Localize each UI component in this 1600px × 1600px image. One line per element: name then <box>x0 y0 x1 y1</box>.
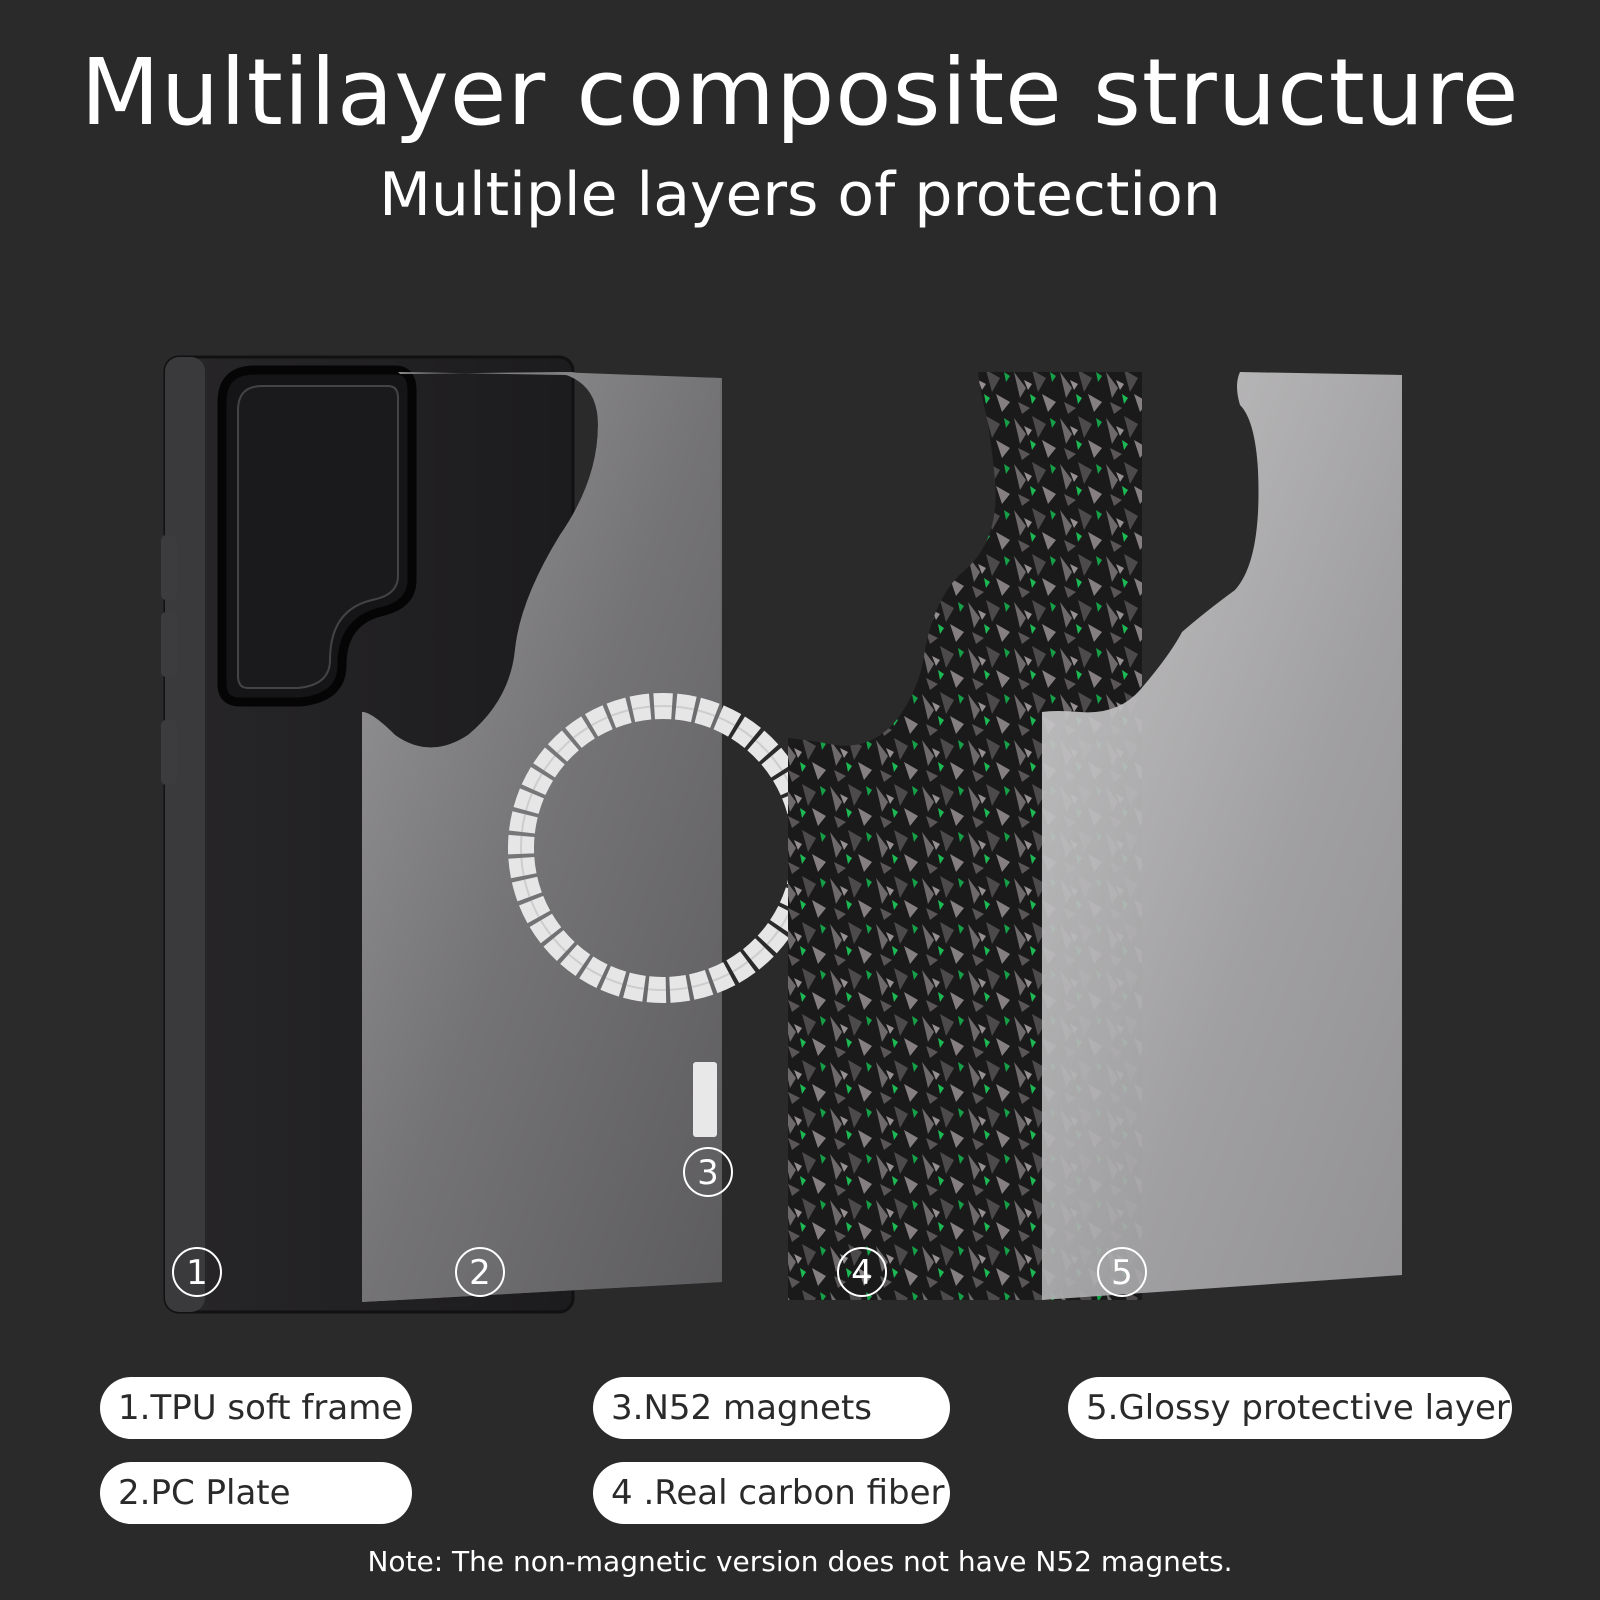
glossy-layer <box>1042 372 1402 1300</box>
svg-text:3: 3 <box>697 1153 719 1193</box>
layers-illustration: 1 2 3 4 5 <box>161 355 1402 1314</box>
label-tpu-frame: 1.TPU soft frame <box>100 1377 412 1439</box>
svg-text:1: 1 <box>186 1253 208 1293</box>
footer-note: Note: The non-magnetic version does not … <box>367 1545 1233 1578</box>
label-n52-magnets: 3.N52 magnets <box>593 1377 950 1439</box>
label-carbon-fiber: 4 .Real carbon fiber <box>593 1462 950 1524</box>
page-subtitle: Multiple layers of protection <box>379 160 1221 230</box>
pc-plate-top <box>362 372 722 1302</box>
marker-3: 3 <box>683 1147 733 1197</box>
svg-text:4: 4 <box>851 1253 873 1293</box>
svg-text:2: 2 <box>469 1253 491 1293</box>
page-title: Multilayer composite structure <box>80 39 1520 146</box>
marker-1: 1 <box>172 1247 222 1297</box>
marker-5: 5 <box>1097 1247 1147 1297</box>
marker-2: 2 <box>455 1247 505 1297</box>
label-pc-plate: 2.PC Plate <box>100 1462 412 1524</box>
marker-4: 4 <box>837 1247 887 1297</box>
svg-text:5: 5 <box>1111 1253 1133 1293</box>
label-glossy-layer: 5.Glossy protective layer <box>1068 1377 1512 1439</box>
